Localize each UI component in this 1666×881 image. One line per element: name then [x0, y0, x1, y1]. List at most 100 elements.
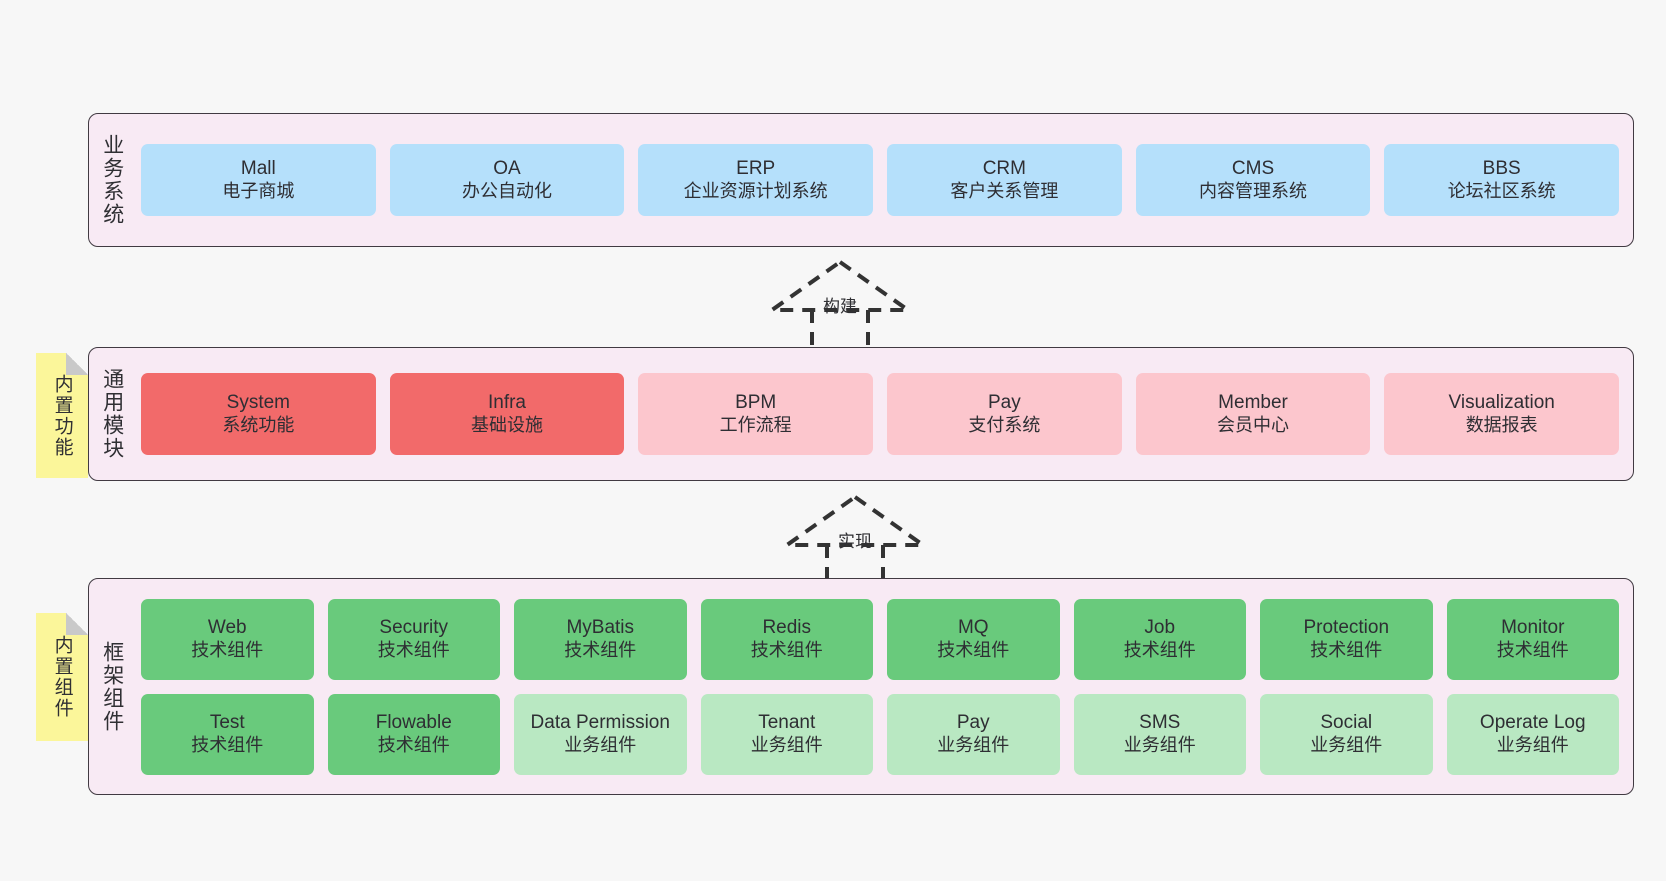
connector-implement-label: 实现: [838, 532, 872, 551]
business-item-oa-en: OA: [493, 158, 521, 180]
business-item-crm-cn: 客户关系管理: [950, 180, 1059, 201]
common-item-bpm[interactable]: BPM 工作流程: [638, 373, 874, 455]
common-item-infra[interactable]: Infra 基础设施: [389, 373, 625, 455]
business-row: Mall 电子商城 OA 办公自动化 ERP 企业资源计划系统 CRM 客户关系…: [141, 144, 1620, 216]
framework-item-job-en: Job: [1144, 617, 1176, 639]
common-item-system-en: System: [226, 392, 291, 414]
framework-item-job[interactable]: Job 技术组件: [1073, 598, 1246, 680]
generalization-arrow-icon: [780, 494, 930, 589]
common-item-visualization-en: Visualization: [1448, 392, 1555, 414]
framework-item-mybatis[interactable]: MyBatis 技术组件: [514, 598, 687, 680]
framework-item-web[interactable]: Web 技术组件: [141, 598, 314, 680]
business-item-erp-en: ERP: [736, 158, 776, 180]
framework-item-flowable-cn: 技术组件: [377, 734, 450, 755]
business-item-mall[interactable]: Mall 电子商城: [141, 144, 376, 216]
framework-item-operate-log[interactable]: Operate Log 业务组件: [1446, 693, 1619, 775]
generalization-arrow-icon: [765, 259, 915, 354]
common-item-system[interactable]: System 系统功能: [141, 373, 376, 455]
framework-item-monitor-en: Monitor: [1501, 617, 1565, 639]
framework-item-operate-log-en: Operate Log: [1479, 712, 1586, 734]
business-item-mall-cn: 电子商城: [222, 180, 295, 201]
business-item-bbs-cn: 论坛社区系统: [1447, 180, 1556, 201]
framework-item-monitor-cn: 技术组件: [1496, 639, 1569, 660]
framework-item-pay-cn: 业务组件: [937, 734, 1010, 755]
business-item-crm-en: CRM: [982, 158, 1026, 180]
common-item-member-en: Member: [1218, 392, 1288, 414]
framework-item-mq-cn: 技术组件: [937, 639, 1010, 660]
common-item-infra-en: Infra: [487, 392, 527, 414]
framework-item-job-cn: 技术组件: [1123, 639, 1196, 660]
framework-item-test-en: Test: [209, 712, 245, 734]
business-item-cms-en: CMS: [1231, 158, 1275, 180]
framework-item-monitor[interactable]: Monitor 技术组件: [1446, 598, 1619, 680]
layer-common-title: 通用模块: [100, 368, 124, 460]
framework-item-data-permission[interactable]: Data Permission 业务组件: [514, 693, 687, 775]
common-item-bpm-cn: 工作流程: [719, 414, 792, 435]
common-item-pay-en: Pay: [987, 392, 1021, 414]
framework-item-sms-cn: 业务组件: [1123, 734, 1196, 755]
framework-item-social-cn: 业务组件: [1310, 734, 1383, 755]
business-item-oa-cn: 办公自动化: [462, 180, 552, 201]
framework-item-flowable[interactable]: Flowable 技术组件: [327, 693, 500, 775]
connector-implement: 实现: [775, 493, 935, 589]
common-row: System 系统功能 Infra 基础设施 BPM 工作流程 Pay 支付系统…: [141, 373, 1620, 455]
layer-business-system: 业务系统 Mall 电子商城 OA 办公自动化 ERP 企业资源计划系统 CRM…: [88, 113, 1634, 247]
common-item-visualization[interactable]: Visualization 数据报表: [1384, 373, 1620, 455]
framework-item-mq[interactable]: MQ 技术组件: [887, 598, 1060, 680]
framework-item-sms[interactable]: SMS 业务组件: [1073, 693, 1246, 775]
note-builtin-function-label: 内置功能: [51, 373, 73, 458]
framework-item-security-en: Security: [379, 617, 449, 639]
framework-item-test-cn: 技术组件: [191, 734, 264, 755]
framework-item-flowable-en: Flowable: [375, 712, 452, 734]
framework-item-web-en: Web: [207, 617, 247, 639]
framework-item-tenant-cn: 业务组件: [750, 734, 823, 755]
note-builtin-component-label: 内置组件: [51, 635, 73, 719]
framework-item-tenant-en: Tenant: [758, 712, 816, 734]
framework-item-pay[interactable]: Pay 业务组件: [887, 693, 1060, 775]
framework-item-social[interactable]: Social 业务组件: [1260, 693, 1433, 775]
business-item-crm[interactable]: CRM 客户关系管理: [887, 144, 1122, 216]
layer-framework-component: 框架组件 Web 技术组件 Security 技术组件 MyBatis 技术组件…: [88, 578, 1634, 795]
framework-row-1: Web 技术组件 Security 技术组件 MyBatis 技术组件 Redi…: [141, 598, 1619, 680]
common-item-visualization-cn: 数据报表: [1465, 414, 1538, 435]
connector-build: 构建: [760, 258, 920, 354]
connector-build-label: 构建: [823, 297, 857, 316]
framework-item-sms-en: SMS: [1139, 712, 1181, 734]
layer-business-title: 业务系统: [100, 134, 124, 226]
business-item-erp[interactable]: ERP 企业资源计划系统: [638, 144, 874, 216]
common-item-pay-cn: 支付系统: [968, 414, 1041, 435]
common-item-system-cn: 系统功能: [222, 414, 295, 435]
framework-item-protection-en: Protection: [1303, 617, 1390, 639]
framework-item-security[interactable]: Security 技术组件: [327, 598, 500, 680]
framework-item-tenant[interactable]: Tenant 业务组件: [700, 693, 873, 775]
framework-item-test[interactable]: Test 技术组件: [141, 693, 314, 775]
business-item-mall-en: Mall: [240, 158, 276, 180]
common-item-member-cn: 会员中心: [1217, 414, 1290, 435]
business-item-cms-cn: 内容管理系统: [1199, 180, 1308, 201]
framework-row-2: Test 技术组件 Flowable 技术组件 Data Permission …: [141, 693, 1619, 775]
business-item-cms[interactable]: CMS 内容管理系统: [1135, 144, 1371, 216]
framework-item-redis-cn: 技术组件: [750, 639, 823, 660]
framework-item-web-cn: 技术组件: [191, 639, 264, 660]
framework-item-protection[interactable]: Protection 技术组件: [1260, 598, 1433, 680]
framework-item-data-permission-en: Data Permission: [530, 712, 670, 734]
business-item-bbs[interactable]: BBS 论坛社区系统: [1384, 144, 1620, 216]
layer-framework-body: Web 技术组件 Security 技术组件 MyBatis 技术组件 Redi…: [135, 579, 1633, 794]
layer-common-body: System 系统功能 Infra 基础设施 BPM 工作流程 Pay 支付系统…: [135, 348, 1633, 480]
note-builtin-function: 内置功能: [36, 353, 88, 478]
common-item-pay[interactable]: Pay 支付系统: [887, 373, 1122, 455]
common-item-member[interactable]: Member 会员中心: [1135, 373, 1371, 455]
layer-common-module: 通用模块 System 系统功能 Infra 基础设施 BPM 工作流程 Pay…: [88, 347, 1634, 481]
common-item-infra-cn: 基础设施: [471, 414, 543, 435]
business-item-oa[interactable]: OA 办公自动化: [389, 144, 625, 216]
framework-item-mybatis-en: MyBatis: [566, 617, 635, 639]
note-builtin-component: 内置组件: [36, 613, 88, 741]
framework-item-data-permission-cn: 业务组件: [564, 734, 637, 755]
layer-business-body: Mall 电子商城 OA 办公自动化 ERP 企业资源计划系统 CRM 客户关系…: [135, 114, 1633, 246]
framework-item-mybatis-cn: 技术组件: [564, 639, 637, 660]
business-item-bbs-en: BBS: [1482, 158, 1521, 180]
framework-item-operate-log-cn: 业务组件: [1496, 734, 1569, 755]
framework-item-redis[interactable]: Redis 技术组件: [700, 598, 873, 680]
framework-item-redis-en: Redis: [762, 617, 812, 639]
